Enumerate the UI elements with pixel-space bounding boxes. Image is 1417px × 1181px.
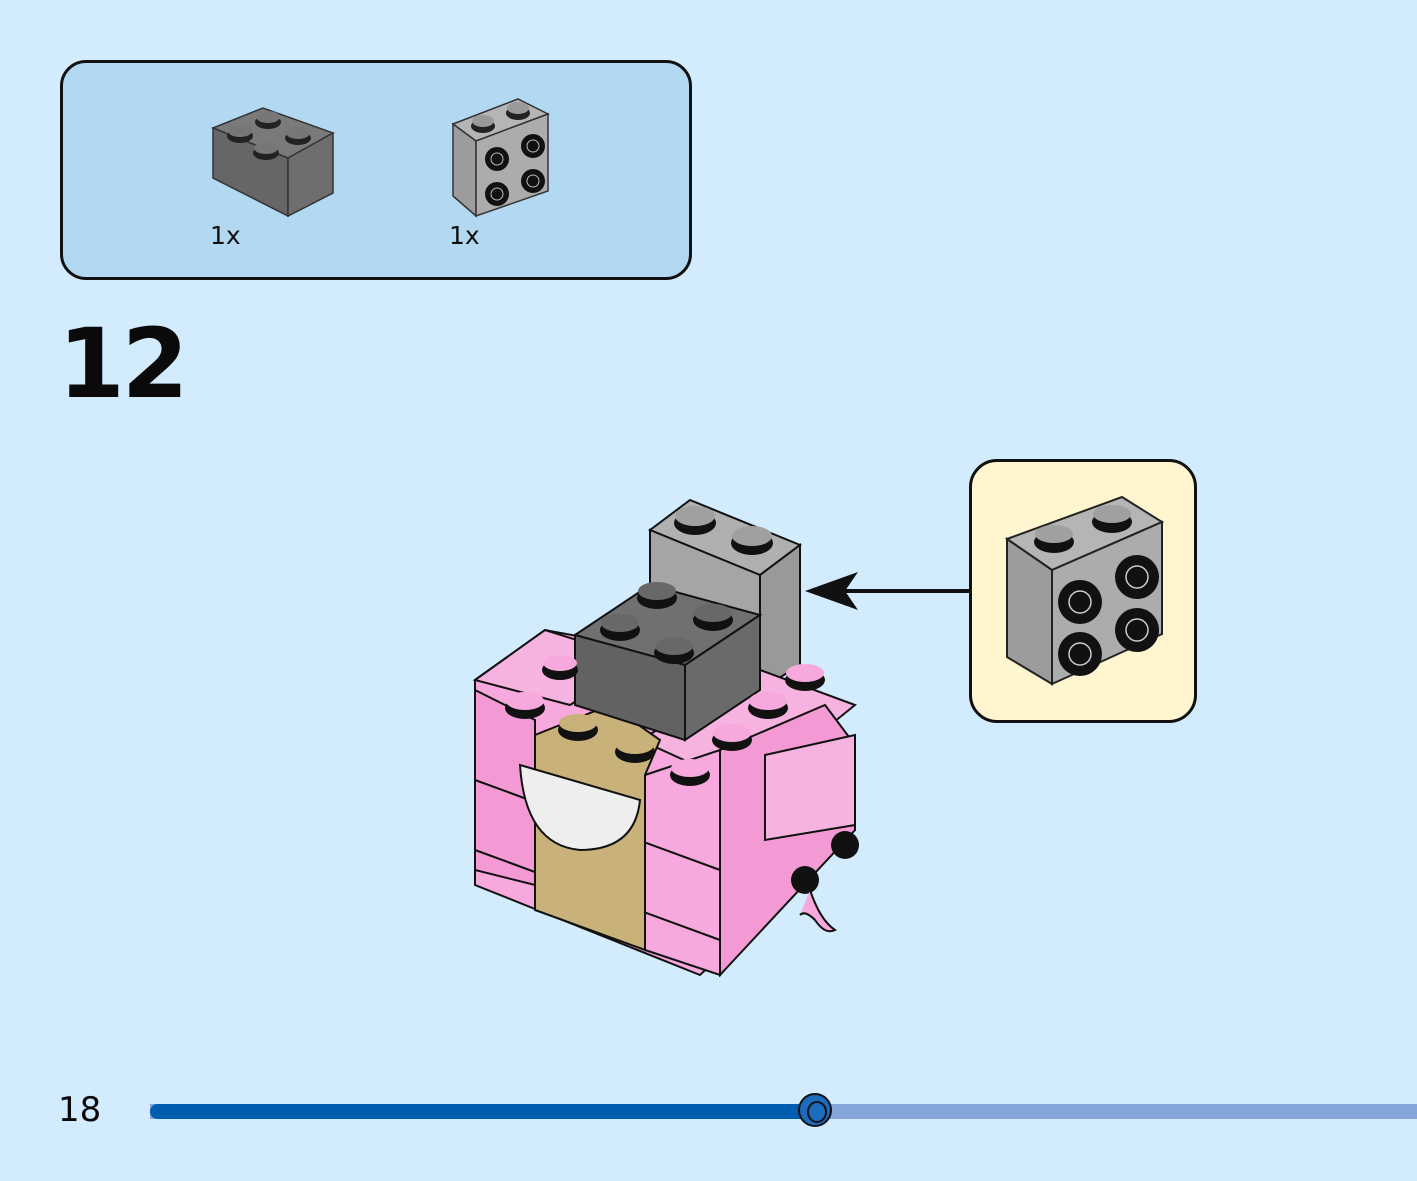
progress-fill: [150, 1104, 816, 1119]
progress-knob: [798, 1093, 833, 1127]
part-quantity: 1x: [449, 221, 480, 250]
progress-bar: [150, 1093, 1417, 1127]
brick-2x2-icon: [210, 107, 335, 218]
brick-side-studs-callout-icon: [1004, 495, 1165, 686]
part-light-grey-side-stud-brick: [448, 96, 553, 221]
model-pig-icon: [472, 498, 859, 978]
part-quantity: 1x: [210, 221, 241, 250]
step-number: 12: [58, 308, 189, 420]
arrow-left-icon: [805, 572, 970, 610]
page-number: 18: [58, 1090, 102, 1130]
build-model-illustration: [460, 490, 880, 994]
part-dark-grey-2x2-brick: [208, 103, 338, 223]
parts-list-panel: 1x 1x: [60, 60, 692, 280]
placement-arrow: [800, 570, 972, 616]
part-callout-box: [969, 459, 1197, 723]
brick-side-studs-icon: [451, 98, 550, 218]
